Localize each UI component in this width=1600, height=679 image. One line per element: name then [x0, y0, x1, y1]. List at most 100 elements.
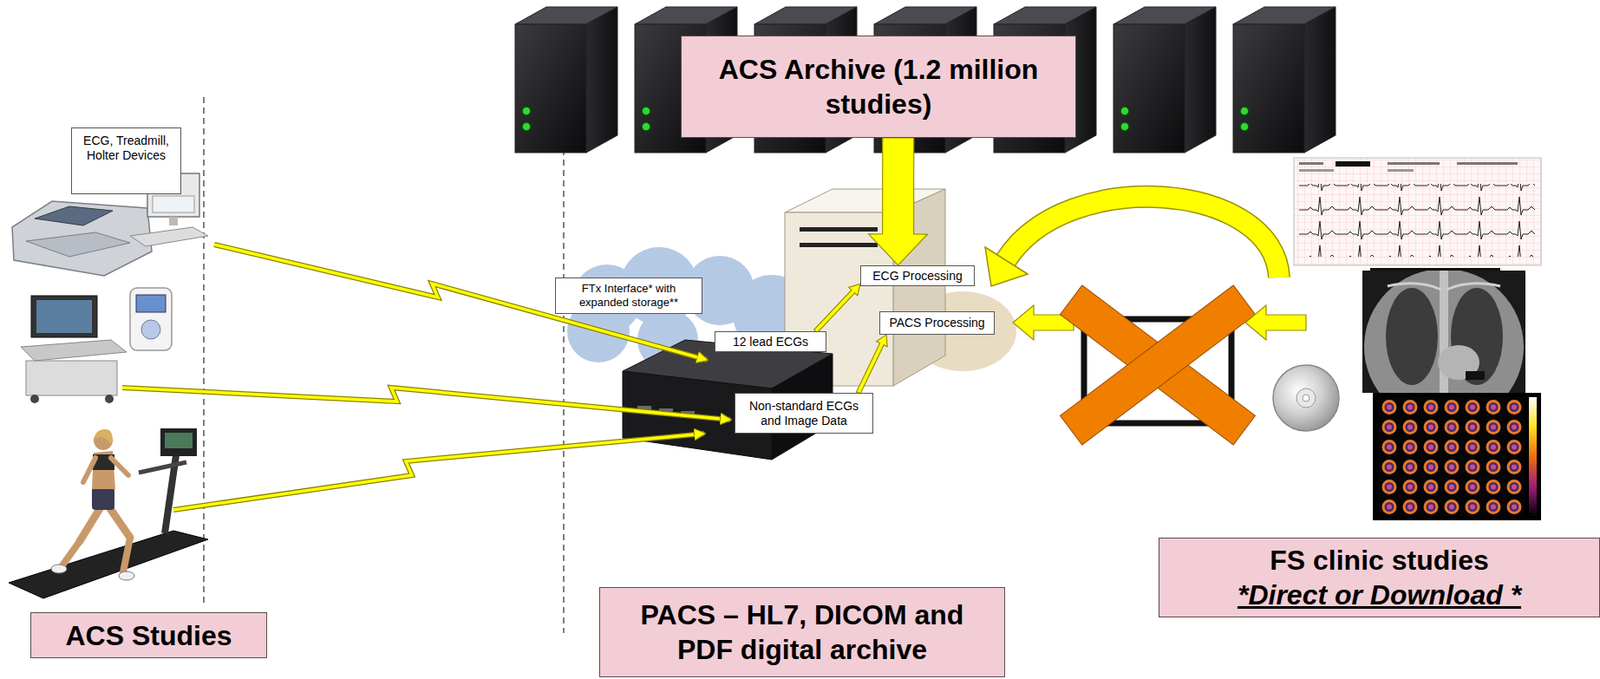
ecg-paper — [1293, 157, 1542, 266]
drive-slot — [799, 227, 878, 232]
ecg-header-mark — [1456, 162, 1518, 165]
title-box: ACS Studies — [30, 612, 268, 659]
server-icon — [515, 6, 618, 153]
echo-monitor — [31, 295, 98, 338]
cross-bar — [1060, 285, 1256, 445]
holter-screen — [136, 294, 166, 313]
runner-leg — [62, 541, 80, 566]
link-line — [122, 387, 731, 420]
label-box: Non-standard ECGs and Image Data — [734, 392, 874, 434]
treadmill-screen — [164, 432, 193, 449]
runner-leg — [109, 507, 131, 538]
runner-leg — [79, 507, 101, 542]
curved-arrow-outline — [1005, 196, 1280, 278]
ecg-trace — [1299, 183, 1535, 209]
box-text: 12 lead ECGs — [732, 334, 809, 350]
xray-body — [1364, 270, 1524, 393]
box-text: ECG, Treadmill, Holter Devices — [77, 133, 176, 164]
yellow-arrow — [856, 334, 889, 394]
nuclear-scan — [1372, 392, 1542, 521]
yellow-arrow — [814, 283, 861, 333]
title-box: PACS – HL7, DICOM and PDF digital archiv… — [599, 587, 1006, 678]
runner-shorts — [91, 487, 115, 510]
link-outline — [173, 433, 705, 510]
machine-screen — [34, 206, 113, 226]
yellow-arrow — [868, 137, 928, 266]
scan-slices — [1378, 397, 1525, 517]
separator-line — [202, 97, 205, 608]
treadmill-console — [160, 428, 197, 457]
ecg-header-mark — [1335, 161, 1371, 167]
ecg-trace — [1299, 208, 1535, 233]
box-text: ECG Processing — [872, 268, 962, 284]
link-outline — [122, 387, 731, 420]
runner-shoe — [118, 571, 135, 581]
title-box: FS clinic studies*Direct or Download * — [1158, 537, 1600, 618]
cd-outer — [1273, 365, 1339, 432]
echo-keyboard — [20, 339, 127, 361]
pc-keyboard — [130, 227, 209, 247]
label-box: ECG Processing — [860, 265, 975, 287]
data-link — [122, 244, 731, 510]
xray-lung — [1385, 287, 1438, 386]
label-box: ECG, Treadmill, Holter Devices — [71, 127, 182, 195]
box-text: PACS Processing — [888, 315, 985, 331]
curved-arrow — [1005, 196, 1280, 278]
echo-wheel — [30, 394, 40, 404]
holter-button — [141, 320, 161, 340]
runner-arm — [83, 457, 96, 483]
curved-arrow-head — [985, 247, 1028, 287]
ecg-header-mark — [1299, 169, 1334, 172]
server-row — [515, 6, 1336, 153]
xray-marker — [1465, 371, 1485, 380]
separator-line — [562, 97, 565, 634]
echo-screen — [36, 300, 92, 334]
ecg-trace — [1299, 232, 1535, 257]
treadmill — [8, 428, 209, 599]
scan-color-bar — [1528, 397, 1537, 517]
server-icon — [1113, 6, 1216, 153]
label-box: 12 lead ECGs — [714, 331, 827, 353]
cross-bar — [1060, 285, 1256, 445]
cd-disc — [1273, 365, 1339, 432]
label-box: PACS Processing — [879, 311, 995, 335]
scan-background — [1372, 392, 1542, 521]
holter-device — [130, 287, 172, 351]
runner-hair — [93, 429, 113, 445]
xray-clavicle — [1387, 283, 1501, 290]
link-line — [173, 433, 705, 510]
cd-hole — [1302, 394, 1310, 402]
runner-shoe — [51, 564, 67, 574]
pc-stand — [169, 216, 178, 226]
link-line — [214, 244, 707, 360]
label-box: FTx Interface* with expanded storage** — [555, 277, 703, 314]
treadmill-handrail — [138, 462, 187, 473]
box-text: FTx Interface* with expanded storage** — [561, 281, 697, 309]
machine-body — [12, 201, 152, 276]
echo-cabinet — [26, 360, 118, 396]
ecg-header-mark — [1299, 162, 1324, 165]
runner-arm — [111, 457, 129, 476]
box-text: *Direct or Download * — [1237, 577, 1522, 613]
yellow-arrow — [1245, 305, 1307, 340]
title-box: ACS Archive (1.2 million studies) — [680, 35, 1077, 138]
runner-leg — [123, 537, 131, 573]
treadmill-deck — [8, 530, 209, 599]
ecg-header-mark — [1387, 169, 1414, 172]
server-icon — [1233, 6, 1336, 153]
chest-xray — [1362, 270, 1526, 393]
box-text: FS clinic studies — [1269, 542, 1489, 578]
link-outline — [214, 244, 707, 360]
pc-screen — [152, 195, 195, 213]
cd-hub — [1296, 388, 1316, 408]
drive-slot — [799, 242, 878, 248]
box-text: Non-standard ECGs and Image Data — [740, 398, 868, 429]
ecg-header-mark — [1387, 162, 1440, 165]
cross-mark — [1060, 285, 1256, 445]
echo-wheel — [104, 394, 114, 404]
box-text: ACS Archive (1.2 million studies) — [698, 52, 1058, 122]
ecg-printout — [1293, 157, 1542, 272]
echo-machine — [20, 287, 172, 404]
machine-keypad — [26, 232, 131, 257]
